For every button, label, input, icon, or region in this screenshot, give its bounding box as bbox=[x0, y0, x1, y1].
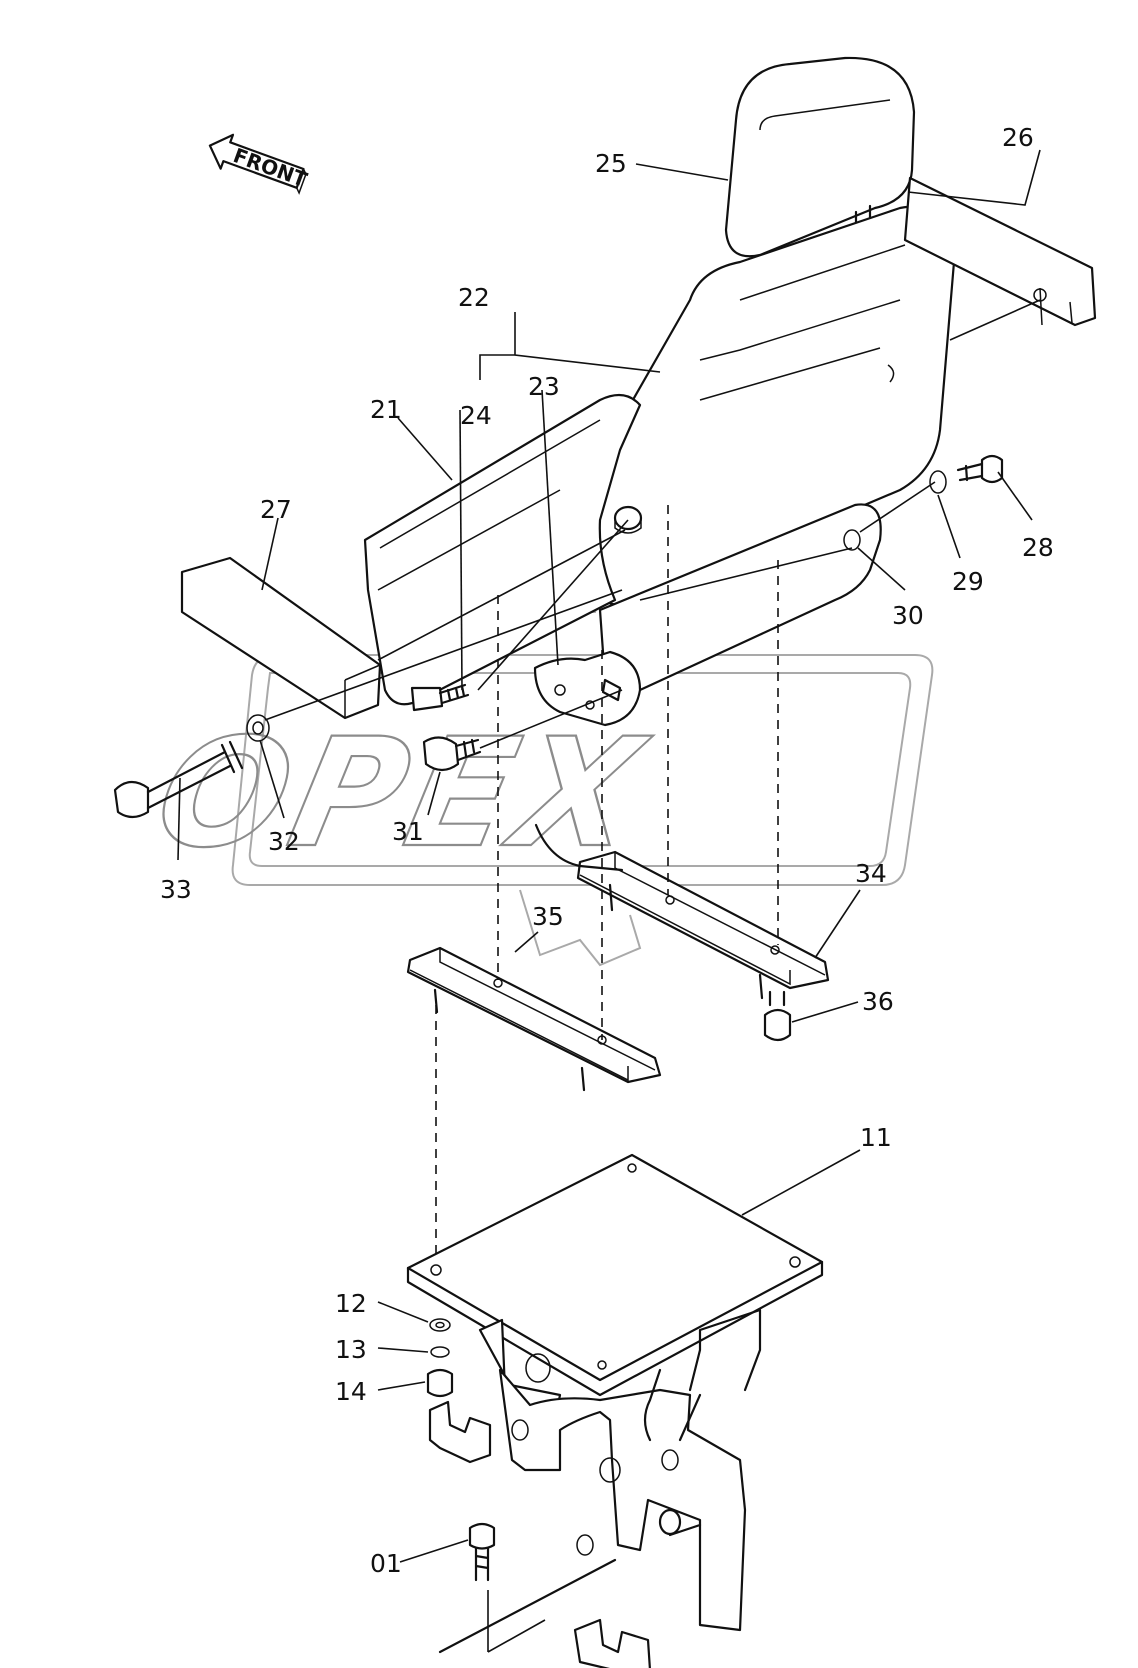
callout-11: 11 bbox=[860, 1123, 892, 1152]
callout-30: 30 bbox=[892, 601, 924, 630]
suspension-plate bbox=[406, 1153, 824, 1397]
recline-bracket bbox=[533, 650, 642, 727]
slide-rail-34 bbox=[534, 823, 830, 1000]
callout-12: 12 bbox=[335, 1289, 367, 1318]
callout-13: 13 bbox=[335, 1335, 367, 1364]
callout-28: 28 bbox=[1022, 533, 1054, 562]
opex-watermark: OPEX bbox=[142, 583, 934, 967]
callout-23: 23 bbox=[528, 372, 560, 401]
washer-29 bbox=[929, 470, 947, 494]
washer-30 bbox=[843, 529, 861, 551]
suspension-base bbox=[428, 1308, 762, 1668]
washer-12 bbox=[429, 1318, 451, 1332]
callout-33: 33 bbox=[160, 875, 192, 904]
front-label: FRONT bbox=[230, 143, 310, 192]
callout-24: 24 bbox=[460, 401, 492, 430]
callout-35: 35 bbox=[532, 902, 564, 931]
nut-14 bbox=[426, 1368, 454, 1398]
slide-rail-35 bbox=[406, 946, 662, 1092]
watermark-text: OPEX bbox=[143, 706, 661, 881]
alignment-lines bbox=[435, 505, 779, 1270]
bolt-01 bbox=[468, 1522, 546, 1653]
callout-31: 31 bbox=[392, 817, 424, 846]
callout-14: 14 bbox=[335, 1377, 367, 1406]
callout-01: 01 bbox=[370, 1549, 402, 1578]
front-arrow: FRONT bbox=[208, 133, 311, 195]
callout-labels: 25 26 22 23 24 21 27 28 29 30 31 32 33 3… bbox=[160, 123, 1054, 1578]
bolt-28 bbox=[956, 454, 1004, 484]
bushing bbox=[613, 505, 643, 534]
callout-25: 25 bbox=[595, 149, 627, 178]
callout-34: 34 bbox=[855, 859, 887, 888]
bolt-33 bbox=[113, 740, 244, 819]
bolt-31 bbox=[422, 736, 482, 772]
armrest-right bbox=[903, 176, 1097, 327]
callout-26: 26 bbox=[1002, 123, 1034, 152]
assembly-lines bbox=[264, 299, 1041, 749]
callout-32: 32 bbox=[268, 827, 300, 856]
bolt-24 bbox=[410, 683, 470, 712]
spring-washer-13 bbox=[430, 1346, 450, 1358]
callout-36: 36 bbox=[862, 987, 894, 1016]
callout-22: 22 bbox=[458, 283, 490, 312]
callout-27: 27 bbox=[260, 495, 292, 524]
callout-leaders bbox=[177, 149, 1041, 1563]
washer-32 bbox=[246, 714, 270, 742]
callout-29: 29 bbox=[952, 567, 984, 596]
armrest-left bbox=[180, 556, 382, 720]
callout-21: 21 bbox=[370, 395, 402, 424]
bolt-36 bbox=[763, 990, 792, 1042]
